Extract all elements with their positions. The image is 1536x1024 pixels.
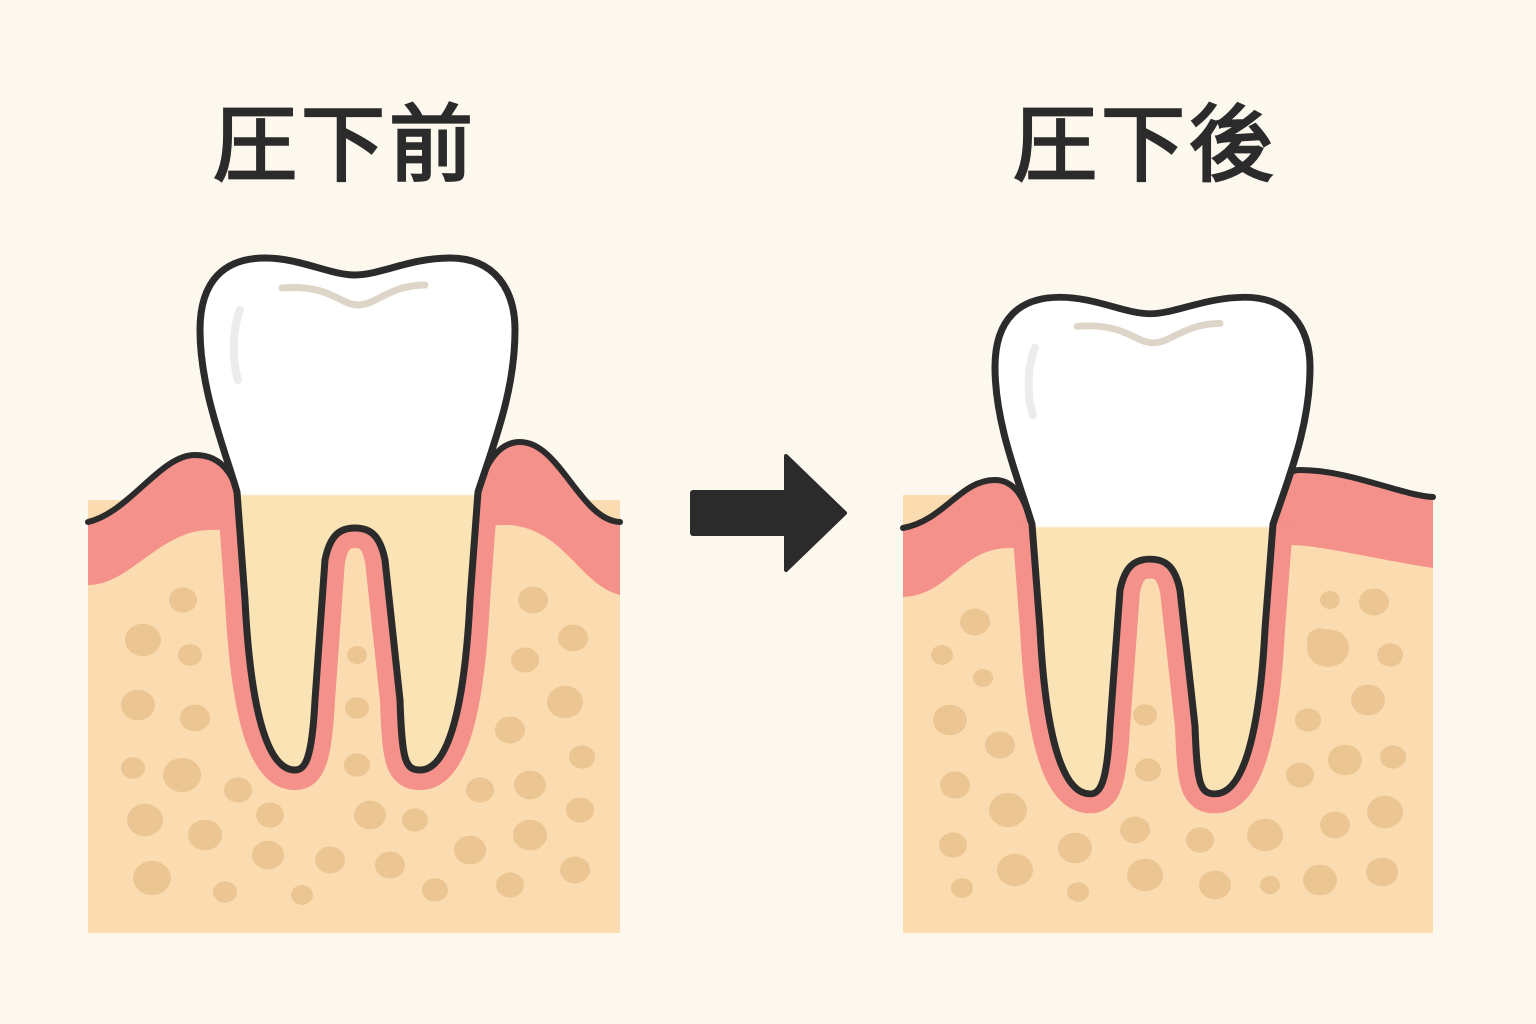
bone-dot <box>1067 882 1089 902</box>
bone-dot <box>1120 816 1150 844</box>
bone-dot <box>1199 870 1231 900</box>
bone-dot <box>1359 588 1389 616</box>
bone-dot <box>951 878 973 898</box>
bone-dot <box>511 647 539 673</box>
bone-dot <box>1377 643 1403 667</box>
bone-dot <box>169 587 197 613</box>
bone-dot <box>1135 758 1161 782</box>
bone-dot <box>1127 858 1163 892</box>
bone-dot <box>1260 876 1280 894</box>
panel-after <box>900 297 1436 933</box>
bone-dot <box>188 819 222 851</box>
arrow-right-icon <box>690 454 847 572</box>
bone-dot <box>1307 629 1349 667</box>
bone-dot <box>315 846 345 874</box>
bone-dot <box>1058 832 1092 864</box>
bone-dot <box>133 860 171 896</box>
bone-dot <box>180 704 210 732</box>
bone-dot <box>347 646 367 664</box>
bone-dot <box>495 716 525 744</box>
bone-dot <box>1366 857 1398 887</box>
bone-dot <box>940 771 970 799</box>
bone-dot <box>514 770 546 800</box>
bone-dot <box>1351 684 1385 716</box>
bone-dot <box>496 872 524 898</box>
bone-dot <box>513 819 547 851</box>
bone-dot <box>1320 591 1340 609</box>
crown-highlight <box>229 306 244 384</box>
bone-dots <box>121 586 595 905</box>
bone-dot <box>931 645 953 665</box>
bone-dot <box>178 644 202 666</box>
bone-dot <box>1380 745 1406 769</box>
bone-dot <box>1247 818 1283 852</box>
bone-dot <box>422 878 448 902</box>
bone-dot <box>1328 744 1362 776</box>
bone-dots <box>931 588 1406 902</box>
bone-dot <box>127 803 163 837</box>
bone-dot <box>566 797 594 823</box>
bone-dot <box>569 745 595 769</box>
bone-dot <box>121 757 145 779</box>
bone-dot <box>1303 864 1337 896</box>
bone-dot <box>939 832 967 858</box>
bone-dot <box>402 808 428 832</box>
bone-dot <box>997 853 1033 887</box>
bone-dot <box>547 685 583 719</box>
bone-dot <box>560 856 590 884</box>
bone-dot <box>989 792 1027 828</box>
bone-dot <box>454 835 486 865</box>
bone-dot <box>354 800 386 830</box>
tooth <box>995 297 1310 794</box>
crown-groove <box>1073 320 1224 347</box>
bone-dot <box>213 881 237 903</box>
bone-dot <box>466 777 494 803</box>
bone-dot <box>933 704 967 736</box>
bone-dot <box>125 623 161 657</box>
bone-dot <box>973 669 993 687</box>
bone-dot <box>291 885 313 905</box>
crown-groove <box>278 281 429 309</box>
crown-highlight <box>1024 343 1039 420</box>
bone-dot <box>375 851 405 879</box>
bone-dot <box>344 753 370 777</box>
panel-before <box>85 258 623 933</box>
bone-dot <box>256 802 284 828</box>
bone-dot <box>960 608 990 636</box>
bone-dot <box>985 731 1015 759</box>
bone-dot <box>518 586 548 614</box>
bone-dot <box>1367 795 1403 829</box>
bone-dot <box>1286 762 1314 788</box>
bone-dot <box>1133 704 1157 726</box>
title-before: 圧下前 <box>212 96 477 194</box>
bone-dot <box>1320 811 1350 839</box>
bone-dot <box>1295 708 1321 732</box>
bone-dot <box>224 777 252 803</box>
bone-dot <box>1186 827 1214 853</box>
bone-dot <box>558 624 588 652</box>
bone-dot <box>121 689 155 721</box>
bone-dot <box>345 697 369 719</box>
tooth <box>200 258 515 770</box>
title-after: 圧下後 <box>1012 96 1277 194</box>
bone-dot <box>252 840 284 870</box>
bone-dot <box>163 757 201 793</box>
